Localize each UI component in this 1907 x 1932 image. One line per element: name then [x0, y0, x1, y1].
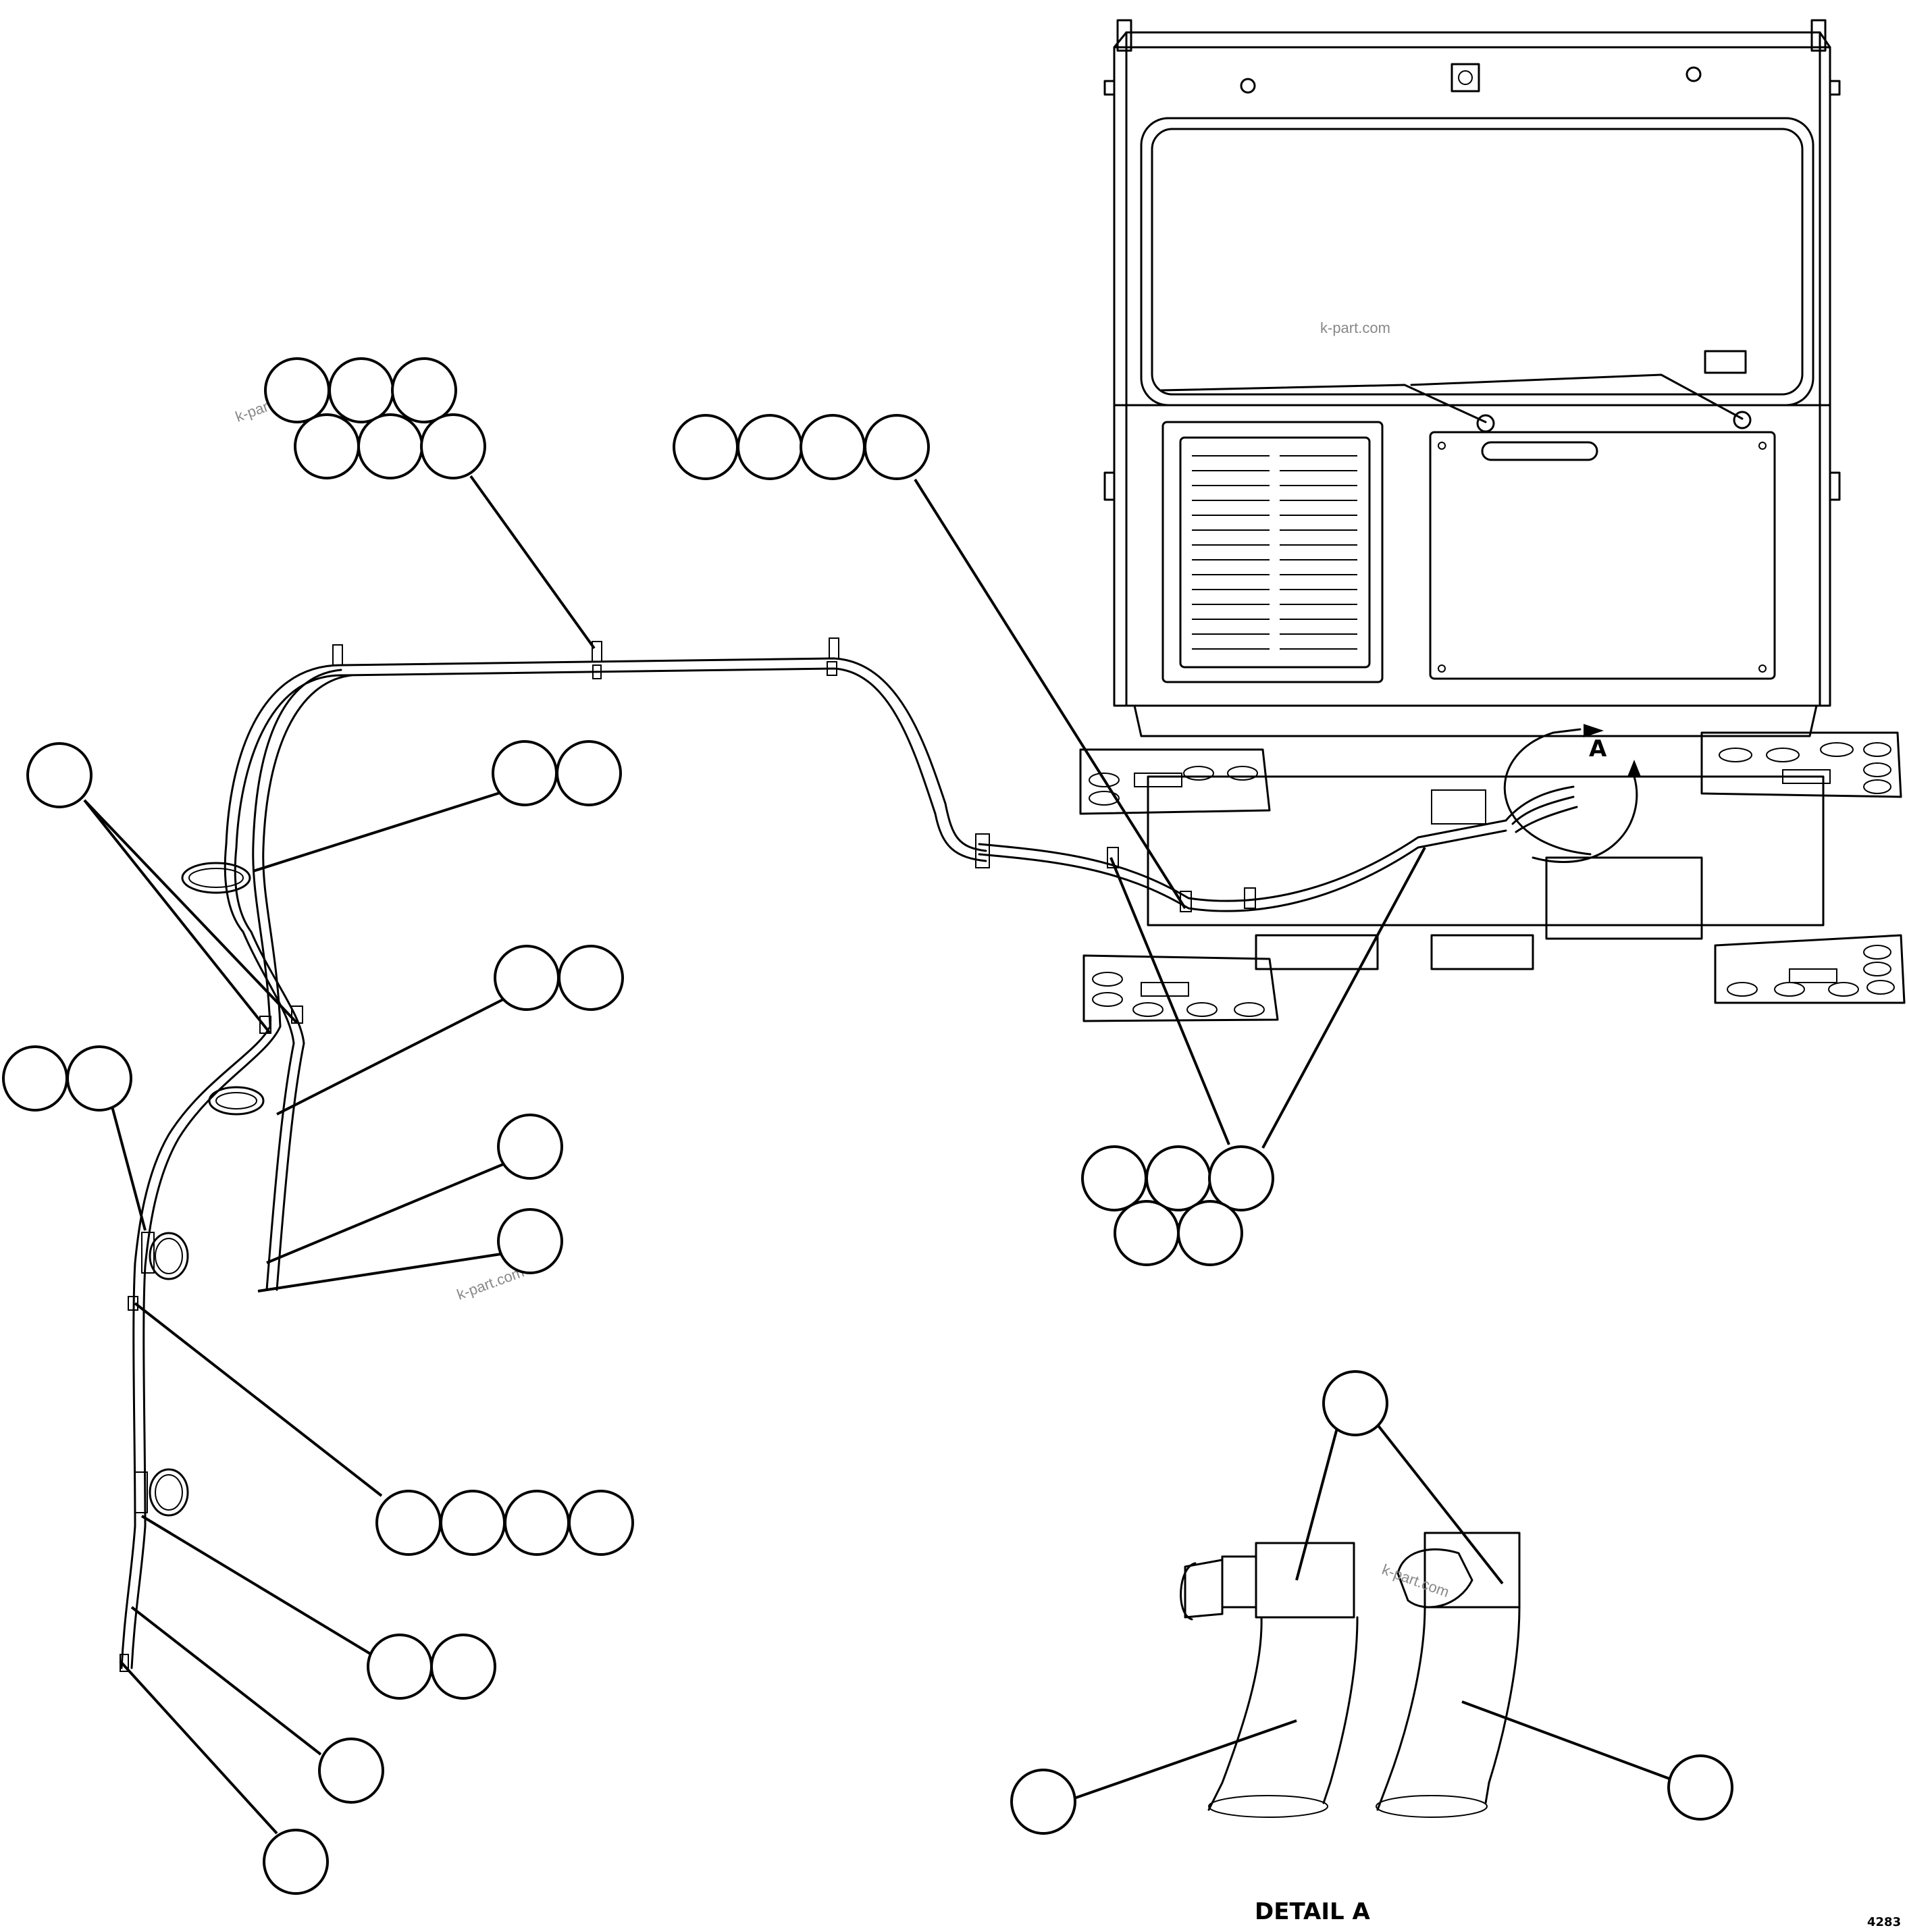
callout-group-mid-1: [492, 740, 622, 806]
callout-bubble: [558, 945, 624, 1011]
callout-bubble: [1081, 1145, 1147, 1211]
callout-bubble: [2, 1045, 68, 1112]
callout-bubble: [673, 414, 739, 480]
view-a-rotation-arrow: A: [1503, 724, 1641, 863]
callout-group-mid-4: [497, 1208, 563, 1274]
callout-bubble: [1322, 1370, 1388, 1436]
drawing-number: 4283: [1867, 1915, 1901, 1929]
callout-group-top-left-upper: [264, 357, 457, 423]
callout-bubble: [367, 1634, 433, 1700]
view-a-label: A: [1589, 735, 1607, 762]
callout-bubble: [568, 1490, 634, 1556]
callout-group-bottom-double: [367, 1634, 496, 1700]
callout-bubble: [800, 414, 866, 480]
callout-group-top-center: [673, 414, 930, 480]
callout-bubble: [66, 1045, 132, 1112]
callout-bubble: [1010, 1769, 1076, 1835]
callout-bubble: [26, 742, 93, 808]
detail-a-drawing: DETAIL A: [1180, 1532, 1521, 1925]
callout-group-top-left-lower: [294, 413, 486, 479]
callout-bubble: [864, 414, 930, 480]
callout-bubble: [737, 414, 803, 480]
callout-bubble: [264, 357, 330, 423]
callout-group-detail-right: [1667, 1754, 1733, 1821]
callout-bubble: [494, 945, 560, 1011]
callout-bubble: [1208, 1145, 1274, 1211]
callout-bubble: [1145, 1145, 1211, 1211]
callout-bubble: [492, 740, 558, 806]
leader-lines: [83, 475, 1672, 1835]
callout-group-mid-2: [494, 945, 624, 1011]
watermark-4: k-part.com: [1380, 1561, 1451, 1600]
watermark-1: k-part.com: [1320, 319, 1390, 336]
callout-bubble: [1177, 1200, 1243, 1266]
callout-group-right-lower: [1114, 1200, 1243, 1266]
cab-body: [1103, 19, 1841, 970]
callout-group-detail-left: [1010, 1769, 1076, 1835]
callout-bubble: [430, 1634, 496, 1700]
callout-bubble: [375, 1490, 442, 1556]
callout-bubble: [391, 357, 457, 423]
callout-group-left-double: [2, 1045, 132, 1112]
callout-bubble: [1667, 1754, 1733, 1821]
callout-bubble: [328, 357, 394, 423]
callout-bubble: [294, 413, 360, 479]
track-frame-right-upper: [1700, 731, 1902, 798]
callout-bubble: [318, 1738, 384, 1804]
detail-a-caption: DETAIL A: [1255, 1898, 1370, 1925]
callout-bubble: [1114, 1200, 1180, 1266]
hose-assembly: [120, 637, 1256, 1672]
callout-group-detail-top: [1322, 1370, 1388, 1436]
callout-group-bottom-1: [318, 1738, 384, 1804]
callout-bubble: [357, 413, 423, 479]
callout-group-bottom-2: [263, 1829, 329, 1895]
track-frame-left-upper: [1079, 748, 1271, 815]
callout-bubble: [556, 740, 622, 806]
track-frame-left-lower: [1082, 954, 1279, 1022]
callout-group-bottom-row: [375, 1490, 634, 1556]
callout-bubble: [420, 413, 486, 479]
callout-bubble: [497, 1208, 563, 1274]
callout-group-right-upper: [1081, 1145, 1274, 1211]
hose-bundle-machine: [978, 785, 1578, 912]
track-frame-right-lower: [1714, 934, 1906, 1004]
callout-bubble: [440, 1490, 506, 1556]
callout-bubble: [263, 1829, 329, 1895]
callout-bubble: [497, 1114, 563, 1180]
callout-bubble: [504, 1490, 570, 1556]
callout-group-left-single: [26, 742, 93, 808]
callout-group-mid-3: [497, 1114, 563, 1180]
grille-louvers: [1192, 455, 1357, 650]
